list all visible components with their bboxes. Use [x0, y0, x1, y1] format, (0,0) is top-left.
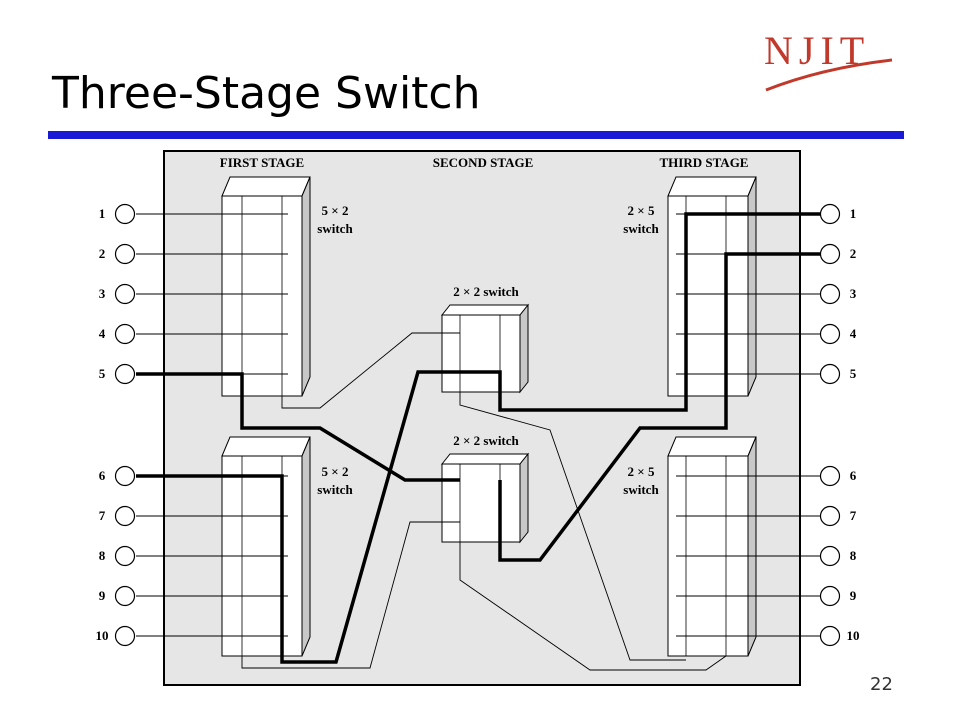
right-port-circle: [819, 585, 841, 607]
left-port-label: 4: [99, 326, 106, 341]
right-ports: 1 2 3 4 5 6 7 8 9 10: [819, 203, 860, 647]
right-port-lines: [676, 213, 820, 637]
left-port-label: 6: [99, 468, 106, 483]
first-top-size: 5 × 2: [322, 203, 349, 218]
left-port-circle: [114, 243, 136, 265]
left-port-circle: [114, 283, 136, 305]
right-port-label: 4: [850, 326, 857, 341]
left-port-label: 9: [99, 588, 106, 603]
third-stage-switch-bottom: [667, 436, 757, 657]
second-bottom-label: 2 × 2 switch: [453, 433, 519, 448]
third-bottom-size: 2 × 5: [628, 464, 655, 479]
second-stage-switch-top: [440, 303, 530, 394]
right-port-circle: [819, 625, 841, 647]
first-stage-switch-bottom: [221, 436, 311, 657]
left-port-circle: [114, 323, 136, 345]
left-port-label: 3: [99, 286, 106, 301]
left-port-label: 7: [99, 508, 106, 523]
right-port-label: 9: [850, 588, 857, 603]
left-port-label: 8: [99, 548, 106, 563]
title-underline: [48, 131, 904, 139]
right-port-label: 3: [850, 286, 857, 301]
left-port-circle: [114, 625, 136, 647]
second-stage-label: SECOND STAGE: [433, 155, 534, 170]
right-port-circle: [819, 323, 841, 345]
left-port-label: 1: [99, 206, 106, 221]
first-bottom-word: switch: [317, 482, 353, 497]
left-port-circle: [114, 203, 136, 225]
right-port-label: 6: [850, 468, 857, 483]
first-bottom-size: 5 × 2: [322, 464, 349, 479]
left-port-label: 5: [99, 366, 106, 381]
thin-links: [241, 332, 727, 671]
left-port-circle: [114, 363, 136, 385]
left-ports: 1 2 3 4 5 6 7 8 9 10: [96, 203, 136, 647]
left-port-circle: [114, 545, 136, 567]
left-port-label: 10: [96, 628, 109, 643]
first-stage-label: FIRST STAGE: [220, 155, 304, 170]
first-stage-switch-top: [221, 176, 311, 397]
right-port-label: 2: [850, 246, 857, 261]
left-port-circle: [114, 505, 136, 527]
left-port-label: 2: [99, 246, 106, 261]
third-top-word: switch: [623, 221, 659, 236]
right-port-circle: [819, 465, 841, 487]
first-top-word: switch: [317, 221, 353, 236]
third-stage-switch-top: [667, 176, 757, 397]
right-port-label: 8: [850, 548, 857, 563]
right-port-circle: [819, 363, 841, 385]
third-top-size: 2 × 5: [628, 203, 655, 218]
right-port-label: 10: [847, 628, 860, 643]
right-port-label: 1: [850, 206, 857, 221]
left-port-circle: [114, 585, 136, 607]
right-port-circle: [819, 545, 841, 567]
right-port-circle: [819, 243, 841, 265]
left-port-circle: [114, 465, 136, 487]
right-port-circle: [819, 283, 841, 305]
right-port-circle: [819, 203, 841, 225]
third-bottom-word: switch: [623, 482, 659, 497]
right-port-label: 5: [850, 366, 857, 381]
page-number: 22: [870, 674, 893, 695]
third-stage-label: THIRD STAGE: [660, 155, 749, 170]
second-top-label: 2 × 2 switch: [453, 284, 519, 299]
second-stage-switch-bottom: [440, 452, 530, 544]
njit-logo: NJIT: [764, 28, 893, 92]
right-port-circle: [819, 505, 841, 527]
left-port-lines: [136, 213, 288, 637]
slide-title: Three-Stage Switch: [52, 68, 481, 119]
right-port-label: 7: [850, 508, 857, 523]
